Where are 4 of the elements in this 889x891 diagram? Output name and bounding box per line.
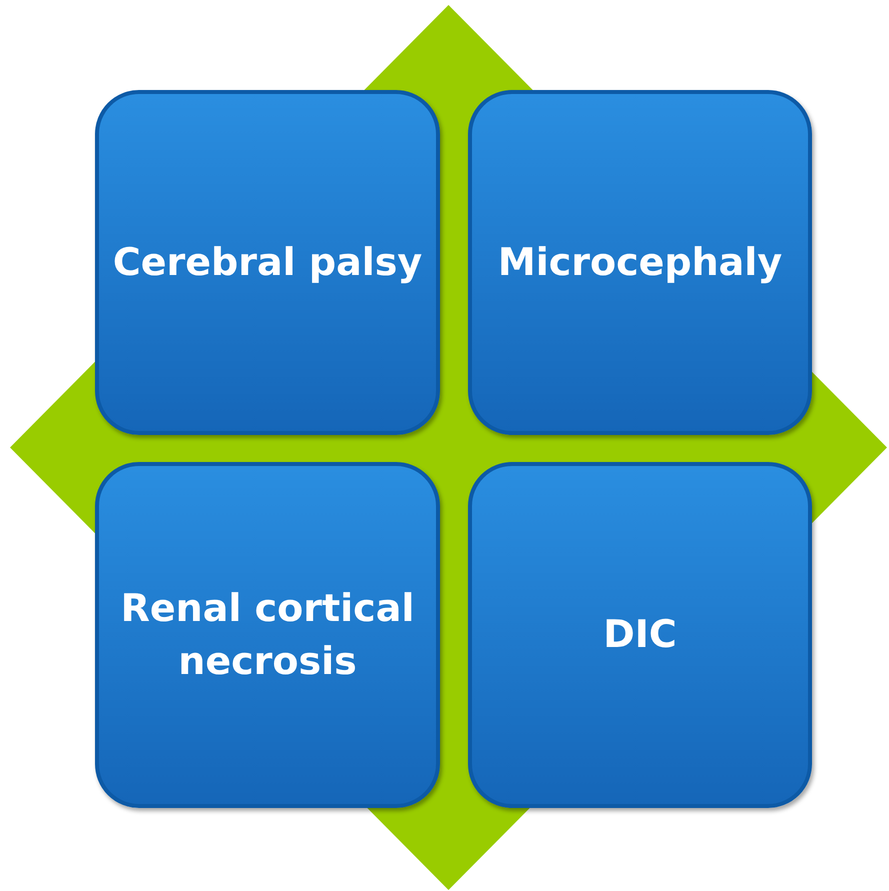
box-label: Cerebral palsy <box>112 238 424 286</box>
box-label: Renal cortical necrosis <box>120 584 416 685</box>
box-label: DIC <box>602 611 678 658</box>
box-label: Microcephaly <box>496 238 784 286</box>
